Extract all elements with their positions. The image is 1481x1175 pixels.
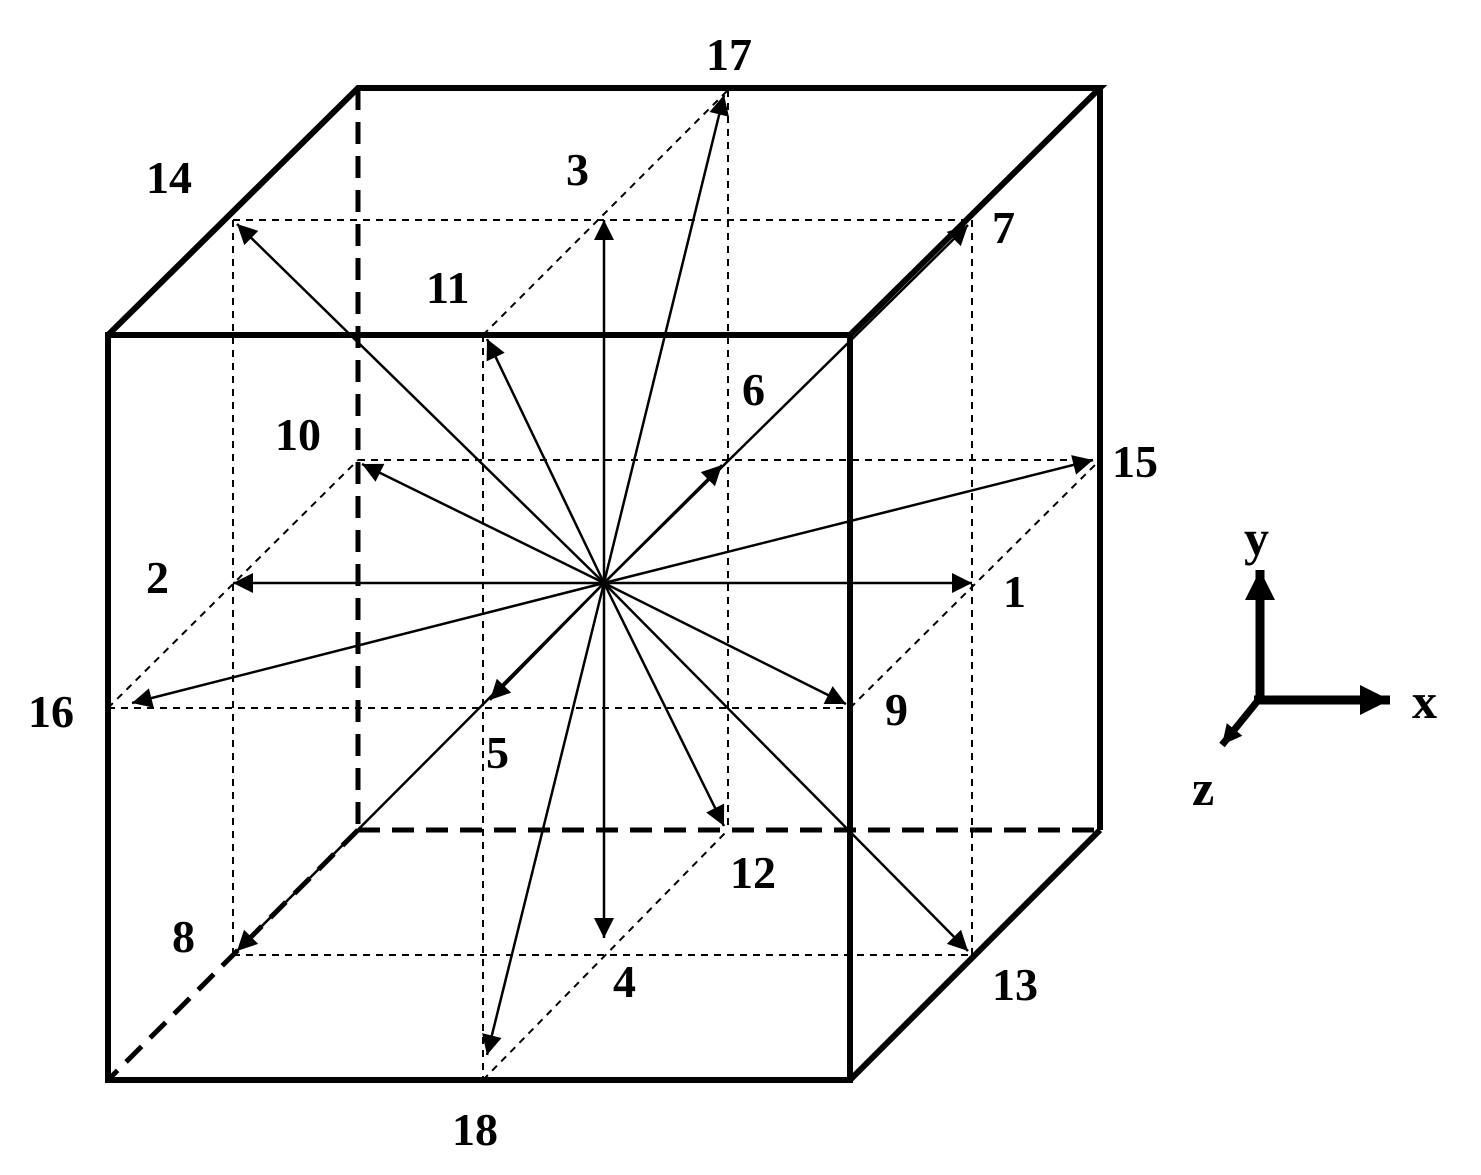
label-5: 5 (486, 727, 509, 778)
label-17: 17 (706, 29, 752, 80)
velocity-arrow-7 (603, 224, 969, 584)
label-9: 9 (885, 684, 908, 735)
velocity-arrow-8 (236, 582, 605, 952)
velocity-arrow-15 (603, 455, 1094, 585)
label-2: 2 (146, 552, 169, 603)
velocity-arrows (131, 94, 1094, 1056)
label-8: 8 (172, 911, 195, 962)
velocity-arrow-18 (482, 582, 606, 1056)
label-14: 14 (146, 152, 192, 203)
direction-labels: 1 2 3 4 5 6 7 8 9 10 11 12 13 14 15 16 1… (28, 29, 1158, 1155)
label-13: 13 (992, 959, 1038, 1010)
label-11: 11 (426, 262, 469, 313)
velocity-arrow-10 (361, 462, 605, 585)
z-axis-arrow (1219, 695, 1263, 748)
y-axis-label: y (1244, 510, 1269, 566)
label-18: 18 (452, 1104, 498, 1155)
label-10: 10 (275, 409, 321, 460)
velocity-arrow-13 (603, 582, 969, 952)
label-4: 4 (613, 956, 636, 1007)
label-6: 6 (742, 364, 765, 415)
velocity-arrow-12 (602, 582, 726, 827)
velocity-arrow-17 (602, 94, 729, 584)
label-12: 12 (730, 847, 776, 898)
x-axis-label: x (1412, 673, 1437, 729)
velocity-arrow-14 (236, 223, 605, 584)
coordinate-axes: x y z (1192, 510, 1437, 816)
velocity-arrow-9 (603, 581, 847, 706)
z-axis-label: z (1192, 760, 1214, 816)
label-15: 15 (1112, 436, 1158, 487)
velocity-arrow-11 (485, 338, 606, 584)
label-16: 16 (28, 686, 74, 737)
cube-visible-edges (105, 85, 1108, 1083)
cube-hidden-edges (106, 88, 1100, 1082)
label-7: 7 (992, 202, 1015, 253)
label-1: 1 (1003, 566, 1026, 617)
velocity-arrow-16 (131, 581, 605, 708)
label-3: 3 (566, 144, 589, 195)
